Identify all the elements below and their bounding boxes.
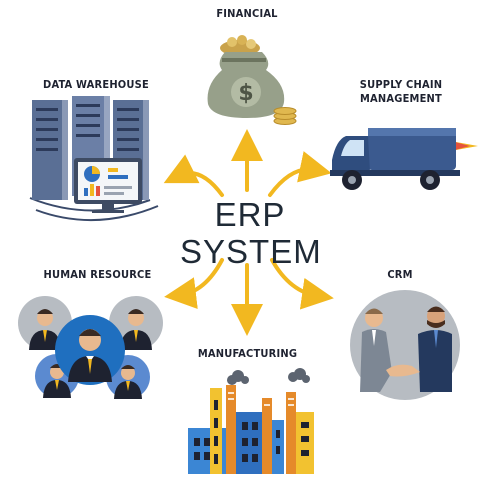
supply-chain-label-line1: SUPPLY CHAIN [359,78,443,91]
erp-title-line1: ERP [214,196,286,233]
arrow-to-crm [270,258,334,310]
erp-system-title: ERP SYSTEM [180,196,322,270]
svg-text:$: $ [238,81,253,106]
human-resource-label: HUMAN RESOURCE [43,268,152,281]
arrow-to-human-resource [164,258,224,309]
arrow-to-supply-chain [268,151,332,197]
arrow-to-data-warehouse [163,154,224,197]
supply-chain-label: SUPPLY CHAIN MANAGEMENT [356,78,446,106]
data-warehouse-label: DATA WAREHOUSE [43,78,149,91]
supply-chain-label-line2: MANAGEMENT [360,92,442,105]
financial-label: FINANCIAL [216,7,278,20]
erp-title-line2: SYSTEM [180,233,322,270]
crm-label: CRM [387,268,413,281]
manufacturing-label: MANUFACTURING [197,347,298,360]
